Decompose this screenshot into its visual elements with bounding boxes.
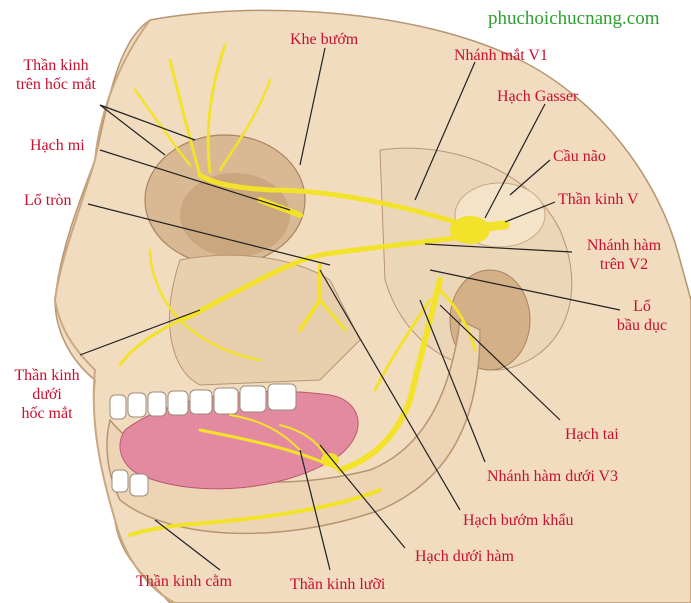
label-hach-duoi-ham: Hạch dưới hàm	[415, 548, 514, 565]
label-hach-buom-khau: Hạch bướm khẩu	[463, 512, 574, 529]
label-hach-gasser: Hạch Gasser	[497, 88, 579, 105]
label-line: trên V2	[599, 256, 649, 273]
label-line: trên hốc mắt	[16, 76, 96, 93]
label-line: Lổ	[633, 298, 651, 315]
label-line: dưới	[32, 386, 62, 403]
label-line: Thần kinh	[14, 367, 80, 384]
upper-teeth	[109, 383, 297, 420]
label-than-kinh-luoi: Thần kinh lưỡi	[290, 576, 386, 593]
label-than-kinh-v: Thần kinh V	[558, 191, 639, 208]
leader-lines	[79, 47, 621, 571]
label-lo-bau-duc: Lổ bầu dục	[607, 297, 677, 335]
label-khe-buom: Khe bướm	[290, 31, 359, 48]
label-nhanh-ham-duoi-v3: Nhánh hàm dưới V3	[487, 468, 619, 485]
label-nhanh-mat-v1: Nhánh mắt V1	[454, 47, 548, 64]
label-line: Nhánh hàm	[586, 237, 662, 254]
trigeminal-nerves	[118, 43, 510, 537]
gasserian-ganglion	[450, 216, 490, 244]
label-line: hốc mắt	[21, 405, 73, 422]
label-line: Thần kinh	[23, 57, 89, 74]
label-lo-tron: Lổ tròn	[24, 192, 72, 209]
label-than-kinh-duoi-hoc-mat: Thần kinh dưới hốc mắt	[6, 366, 88, 423]
maxilla	[169, 254, 361, 386]
label-cau-nao: Cầu não	[553, 148, 606, 165]
label-than-kinh-cam: Thần kinh cằm	[136, 573, 232, 590]
label-hach-tai: Hạch tai	[565, 426, 619, 443]
orbit-inner	[180, 173, 290, 257]
face-profile	[53, 19, 176, 603]
label-than-kinh-tren-hoc-mat: Thần kinh trên hốc mắt	[6, 56, 106, 94]
label-nhanh-ham-tren-v2: Nhánh hàm trên V2	[574, 236, 674, 274]
lower-teeth	[111, 469, 149, 497]
label-hach-mi: Hạch mi	[30, 137, 85, 154]
label-line: bầu dục	[616, 317, 668, 334]
watermark-text: phuchoichucnang.com	[488, 8, 660, 29]
